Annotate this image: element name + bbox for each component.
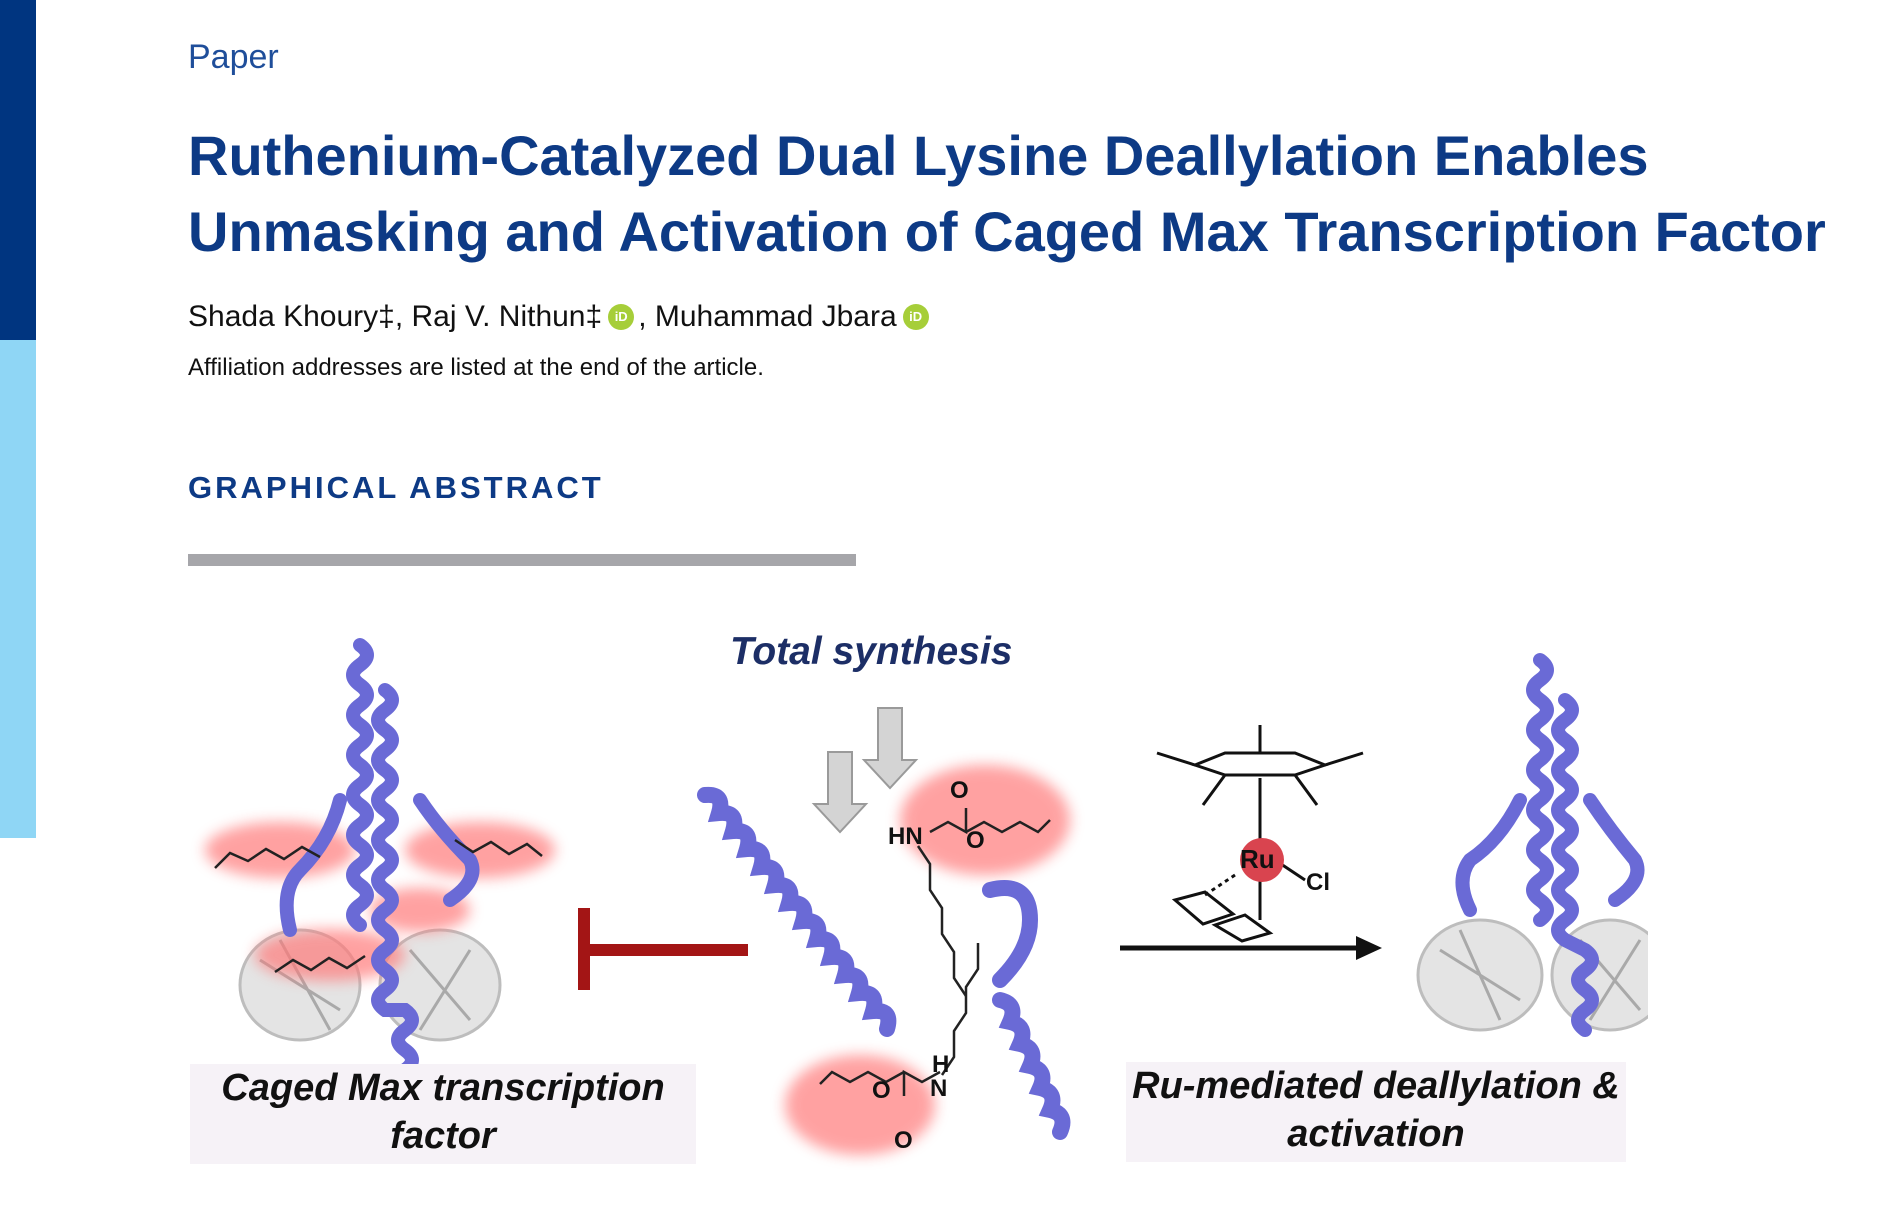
oxygen-label: O (966, 827, 985, 854)
middle-atom-labels: HN O O H N O O (872, 777, 985, 1154)
ru-catalyst (1156, 725, 1364, 943)
ru-label: Ru (1240, 844, 1275, 874)
graphical-abstract-figure: HN O O H N O O Ru Cl (205, 638, 1648, 1155)
middle-helix (697, 786, 1071, 1140)
synthesis-arrows (811, 707, 919, 834)
affiliation-note: Affiliation addresses are listed at the … (188, 354, 764, 381)
orcid-icon[interactable]: iD (902, 304, 929, 330)
accent-bar-light (0, 340, 36, 838)
author-separator: , (638, 300, 655, 333)
article-title: Ruthenium-Catalyzed Dual Lysine Deallyla… (188, 124, 1826, 263)
author-name[interactable]: Raj V. Nithun‡ (411, 300, 603, 333)
n-label: N (930, 1075, 947, 1102)
accent-bar-dark (0, 0, 36, 340)
graphical-abstract-heading: GRAPHICAL ABSTRACT (188, 470, 604, 505)
ru-atom-icon (1240, 838, 1284, 882)
oxygen-label: O (894, 1127, 913, 1154)
author-separator: , (394, 300, 412, 333)
reaction-arrow (1120, 936, 1382, 960)
inhibition-symbol (578, 908, 748, 990)
author-name[interactable]: Muhammad Jbara (654, 300, 897, 333)
h-label: H (932, 1051, 949, 1078)
section-label: Paper (188, 38, 279, 76)
middle-lysine-chains (819, 808, 1051, 1096)
left-helices (279, 638, 480, 1077)
cl-label: Cl (1306, 869, 1330, 896)
author-list: Shada Khoury‡, Raj V. Nithun‡iD, Muhamma… (188, 300, 933, 334)
author-name[interactable]: Shada Khoury‡ (188, 300, 395, 333)
oxygen-label: O (872, 1077, 891, 1104)
right-figure-caption: Ru-mediated deallylation & activation (1126, 1062, 1626, 1162)
right-helices (1455, 653, 1645, 1037)
hn-label: HN (888, 823, 923, 850)
oxygen-label: O (950, 777, 969, 804)
orcid-icon[interactable]: iD (608, 304, 635, 330)
left-allyl-groups (214, 838, 543, 974)
left-figure-caption: Caged Max transcription factor (190, 1064, 696, 1164)
right-dna-complex (1416, 918, 1648, 1032)
total-synthesis-label: Total synthesis (730, 630, 1013, 673)
section-divider (188, 554, 856, 566)
